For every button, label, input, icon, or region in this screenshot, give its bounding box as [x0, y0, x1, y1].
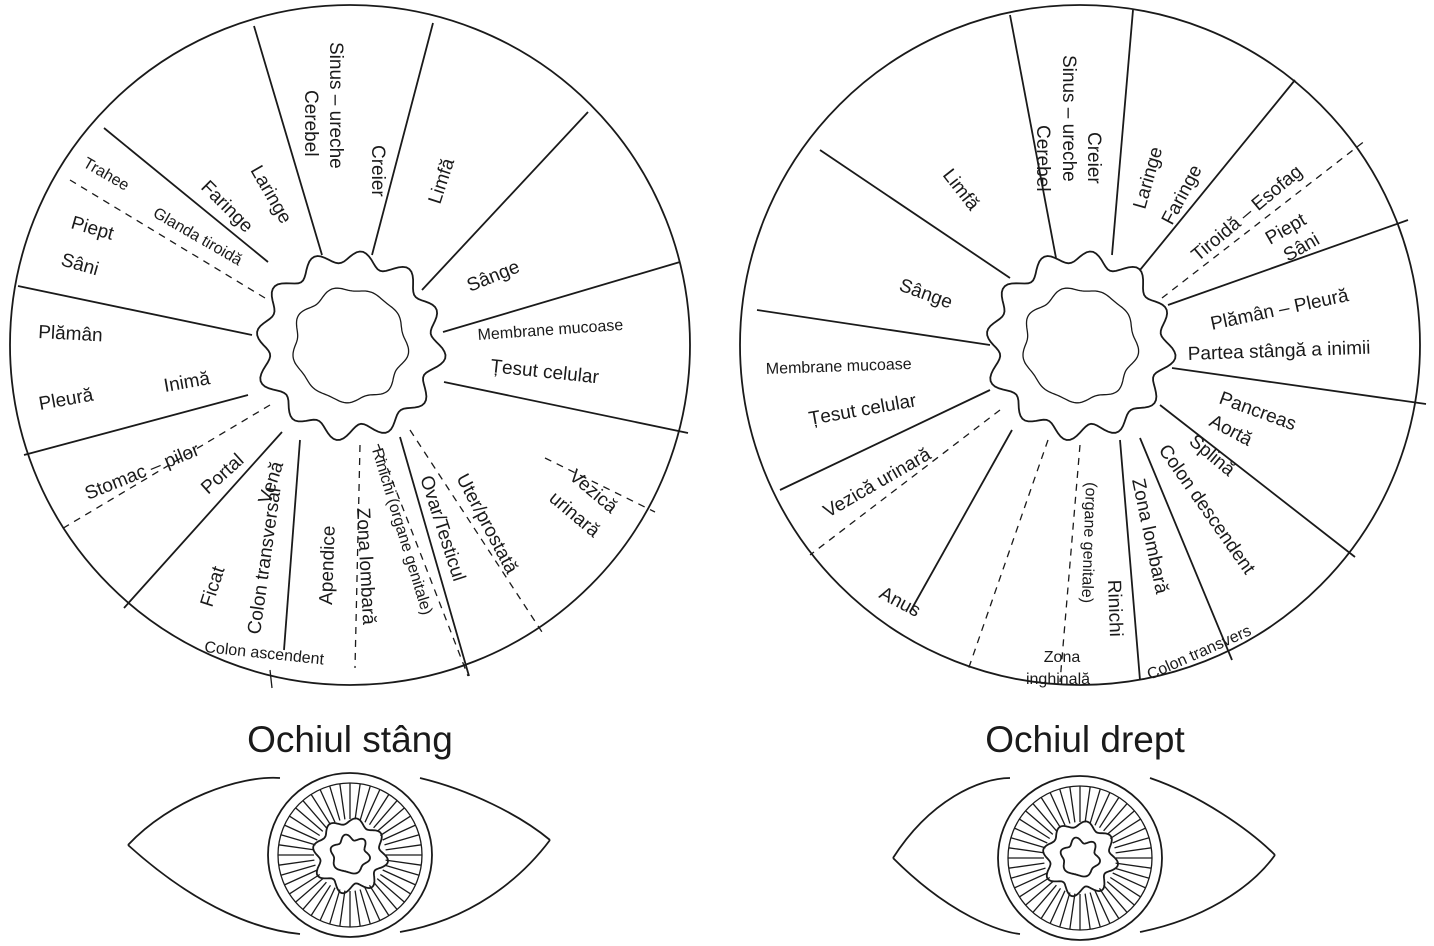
right-pupil-ring: [987, 252, 1175, 441]
left-label-inima: Inimă: [162, 368, 212, 397]
right-label-vezica: Vezică urinară: [820, 444, 935, 523]
iris-ray: [355, 784, 360, 820]
iris-ray: [1070, 787, 1075, 823]
iris-ray: [380, 816, 410, 835]
left-label-sinus: Sinus – ureche: [325, 42, 346, 169]
left-iris-collarette: [313, 818, 388, 893]
left-label-piept: Piept: [69, 213, 117, 245]
iris-ray: [1019, 819, 1049, 838]
left-outer-circle: [10, 5, 690, 685]
iris-ray: [1019, 878, 1049, 897]
iris-ray: [1116, 848, 1152, 853]
left-label-cerebel: Cerebel: [300, 90, 321, 157]
iris-ray: [1085, 894, 1090, 930]
iris-ray: [386, 845, 422, 850]
left-eye-title: Ochiul stâng: [247, 719, 453, 760]
left-label-limfa: Limfă: [425, 155, 459, 206]
iris-ray: [279, 845, 315, 850]
iris-ray: [289, 875, 319, 894]
right-label-inghinala: inghinală: [1026, 671, 1090, 688]
iris-ray: [1009, 863, 1045, 868]
left-iris-pupil: [331, 835, 370, 874]
right-label-membrane: Membrane mucoase: [766, 356, 912, 378]
left-iris-rays: [278, 783, 422, 927]
right-label-partea: Partea stângă a inimii: [1187, 338, 1370, 365]
iris-ray: [1100, 797, 1119, 827]
right-label-tesut: Țesut celular: [807, 390, 918, 430]
left-eye-chart: Sinus – ureche Cerebel Creier Limfă Sâng…: [10, 5, 690, 688]
right-eye-illustration: [893, 776, 1275, 940]
iris-ray: [370, 885, 389, 915]
iris-ray: [1116, 863, 1152, 868]
left-pupil-inner: [293, 288, 409, 403]
right-label-zona-lombara: Zona lombară: [1127, 477, 1172, 596]
right-label-sinus: Sinus – ureche: [1058, 55, 1079, 182]
right-label-organe: (organe genitale): [1078, 482, 1099, 603]
iris-ray: [355, 891, 360, 927]
right-pupil-inner: [1023, 288, 1139, 403]
iris-ray: [1041, 797, 1060, 827]
left-label-sani: Sâni: [59, 250, 101, 281]
left-label-pleura: Pleură: [37, 385, 95, 415]
iris-ray: [1110, 878, 1140, 897]
iris-ray: [380, 875, 410, 894]
left-label-creier: Creier: [367, 145, 388, 197]
iris-ray: [1041, 888, 1060, 918]
left-label-ficat: Ficat: [197, 563, 230, 609]
iris-ray: [1009, 848, 1045, 853]
right-iris-rays: [1008, 786, 1152, 930]
iris-ray: [311, 794, 330, 824]
left-label-trahee: Trahee: [80, 155, 132, 195]
left-label-portal: Portal: [197, 450, 248, 499]
iris-ray: [1110, 819, 1140, 838]
right-label-anus: Anus: [876, 583, 924, 622]
left-label-colon-transversal: Colon transversal: [244, 486, 285, 635]
iris-ray: [340, 891, 345, 927]
left-label-stomac: Stomac – pilor: [82, 439, 203, 504]
right-label-zona: Zona: [1044, 649, 1081, 666]
iris-ray: [1100, 888, 1119, 918]
left-label-zona-lombara: Zona lombară: [352, 507, 379, 626]
right-label-limfa: Limfă: [938, 165, 983, 215]
right-label-sange: Sânge: [896, 275, 955, 314]
right-label-rinichi: Rinichi: [1103, 579, 1126, 637]
iris-ray: [289, 816, 319, 835]
left-pupil-ring: [257, 252, 445, 441]
left-eye-illustration: [128, 773, 550, 937]
right-label-colon-transvers: Colon transvers: [1145, 623, 1254, 684]
right-label-laringe: Laringe: [1130, 145, 1168, 212]
right-iris-pupil: [1061, 838, 1100, 877]
right-eye-chart: Sinus – ureche Cerebel Creier Laringe Fa…: [740, 5, 1426, 688]
iris-ray: [279, 860, 315, 865]
right-label-plaman: Plămân – Pleură: [1209, 285, 1351, 335]
right-eyelid-shape: [893, 778, 1275, 934]
right-label-creier: Creier: [1083, 132, 1104, 184]
iris-ray: [340, 784, 345, 820]
right-eye-title: Ochiul drept: [985, 719, 1185, 760]
iris-ray: [370, 794, 389, 824]
left-label-tesut: Țesut celular: [489, 356, 600, 388]
right-iris-collarette: [1043, 821, 1118, 896]
left-label-plaman: Plămân: [38, 322, 103, 346]
left-eyelid-shape: [128, 778, 550, 934]
iris-ray: [1070, 894, 1075, 930]
iris-ray: [1085, 787, 1090, 823]
left-label-sange: Sânge: [464, 257, 523, 297]
iris-ray: [311, 885, 330, 915]
left-label-membrane: Membrane mucoase: [477, 317, 624, 344]
left-label-colon-ascendent: Colon ascendent: [204, 639, 326, 669]
right-label-cerebel: Cerebel: [1032, 125, 1053, 192]
left-label-apendice: Apendice: [316, 525, 340, 605]
iris-ray: [386, 860, 422, 865]
